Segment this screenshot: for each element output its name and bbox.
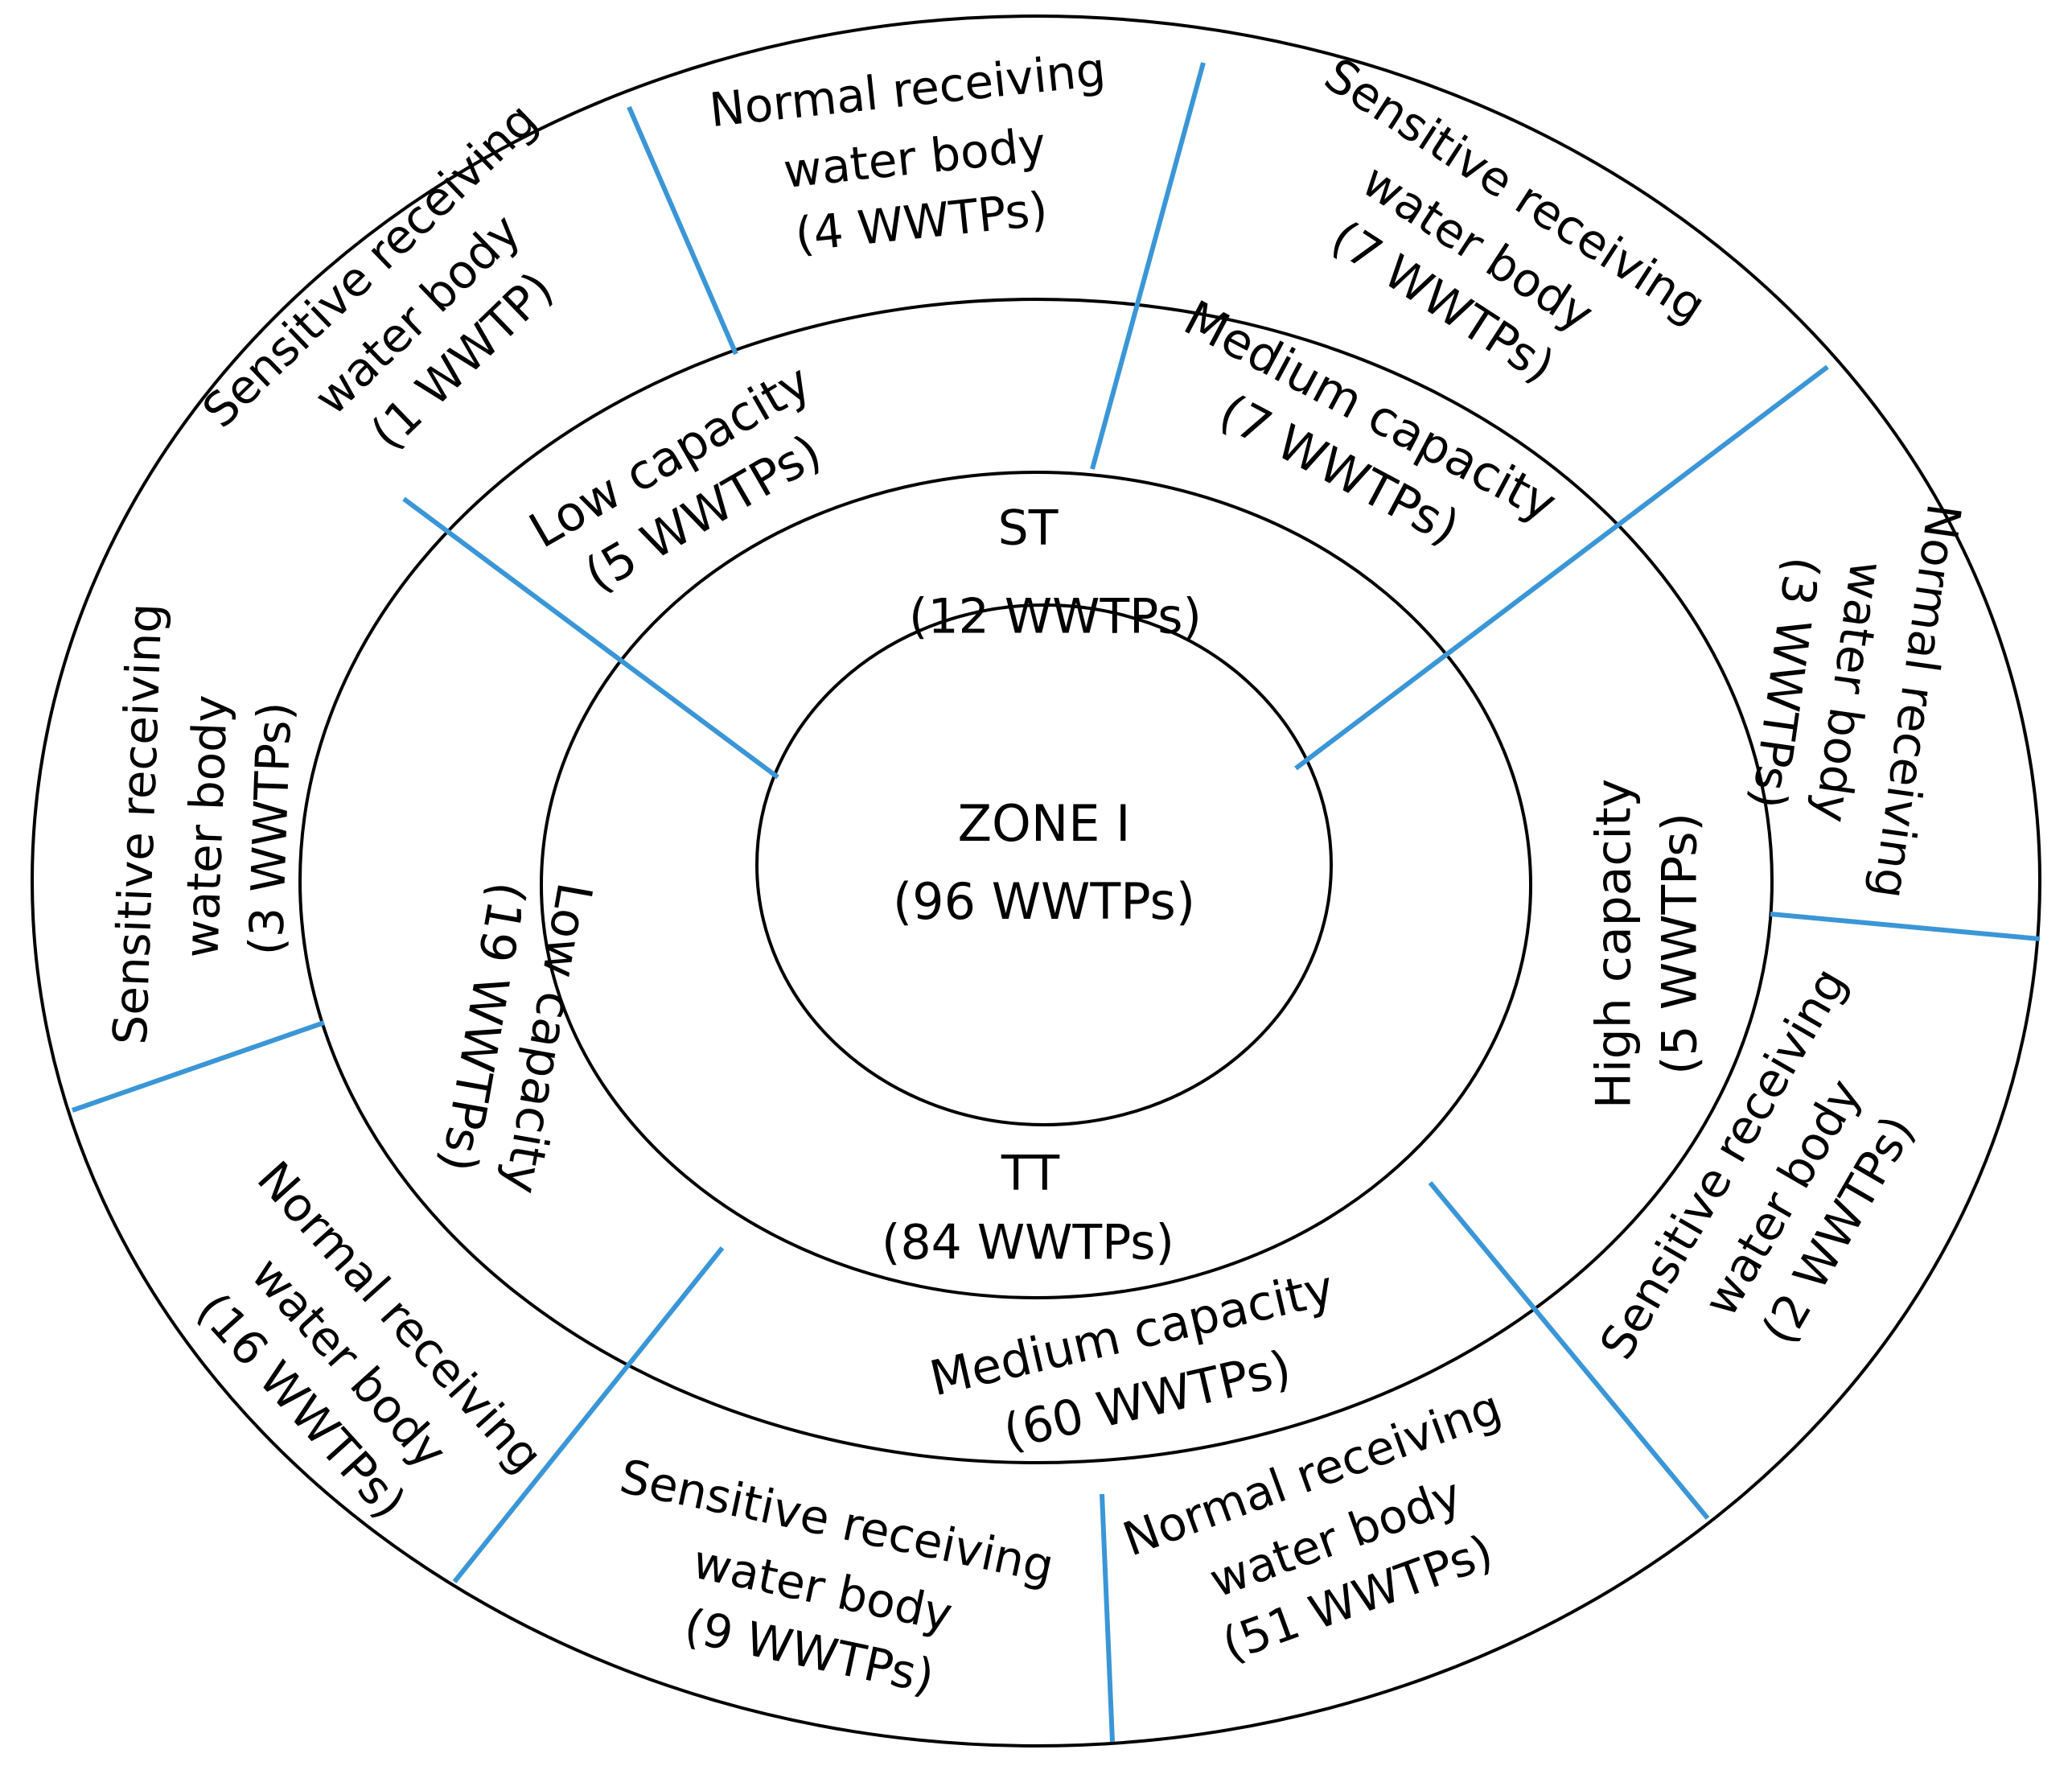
treatment-ring xyxy=(540,471,1532,1299)
core-ring xyxy=(755,603,1333,1126)
capacity-tt-high-count: (5 WWTPs) xyxy=(1652,813,1708,1075)
capacity-tt-high-title: High capacity xyxy=(1586,779,1642,1109)
outer-ring xyxy=(31,14,2041,1747)
receiving-tt-high-sensitive: Sensitive receiving water body (2 WWTPs) xyxy=(1589,958,1926,1368)
core-count: (96 WWTPs) xyxy=(893,872,1195,931)
receiving-st-medium-normal-line1: Normal receiving xyxy=(1862,500,1971,902)
tt-count: (84 WWTPs) xyxy=(882,1215,1174,1271)
receiving-tt-low-sensitive-line1: Sensitive receiving xyxy=(103,603,173,1046)
tt-title: TT xyxy=(1001,1146,1060,1202)
core-title: ZONE I xyxy=(958,794,1131,853)
receiving-tt-low-normal: Normal receiving water body (16 WWTPs) xyxy=(187,1151,553,1529)
divider-left-low xyxy=(72,1020,325,1113)
receiving-st-medium-normal: Normal receiving water body (3 WWTPs) xyxy=(1741,500,1971,902)
st-title: ST xyxy=(998,500,1059,557)
st-label: ST (12 WWTPs) xyxy=(909,500,1202,645)
divider-st-tt-right xyxy=(1294,364,1829,771)
receiving-st-low-normal-line1: Normal receiving xyxy=(707,42,1108,138)
divider-top-center xyxy=(1090,62,1206,470)
capacity-tt-medium: Medium capacity (60 WWTPs) xyxy=(925,1260,1339,1461)
divider-top-left xyxy=(627,105,738,356)
receiving-tt-low-sensitive: Sensitive receiving water body (3 WWTPs) xyxy=(103,603,302,1046)
divider-bottom-right xyxy=(1428,1181,1710,1520)
receiving-st-low-sensitive: Sensitive receiving water body (1 WWTP) xyxy=(192,93,564,460)
capacity-tt-low: Low capacity (19 WWTPs) xyxy=(430,878,602,1198)
divider-st-tt-left xyxy=(402,496,779,780)
st-count: (12 WWTPs) xyxy=(909,589,1202,645)
divider-right-low xyxy=(1770,912,2041,941)
receiving-st-low-normal: Normal receiving water body (4 WWTPs) xyxy=(707,42,1108,262)
capacity-tt-high: High capacity (5 WWTPs) xyxy=(1586,779,1708,1109)
receiving-tt-low-sensitive-line2: water body xyxy=(174,694,237,958)
capacity-st-low: Low capacity (5 WWTPs) xyxy=(520,353,831,603)
tt-label: TT (84 WWTPs) xyxy=(882,1146,1174,1271)
capacity-ring xyxy=(298,298,1774,1464)
receiving-tt-low-sensitive-count: (3 WWTPs) xyxy=(239,701,302,956)
divider-bottom-left xyxy=(452,1246,725,1583)
core-zone-label: ZONE I (96 WWTPs) xyxy=(893,794,1195,931)
receiving-tt-medium-normal: Normal receiving water body (51 WWTPs) xyxy=(1116,1380,1508,1673)
divider-bottom-center xyxy=(1100,1493,1115,1743)
